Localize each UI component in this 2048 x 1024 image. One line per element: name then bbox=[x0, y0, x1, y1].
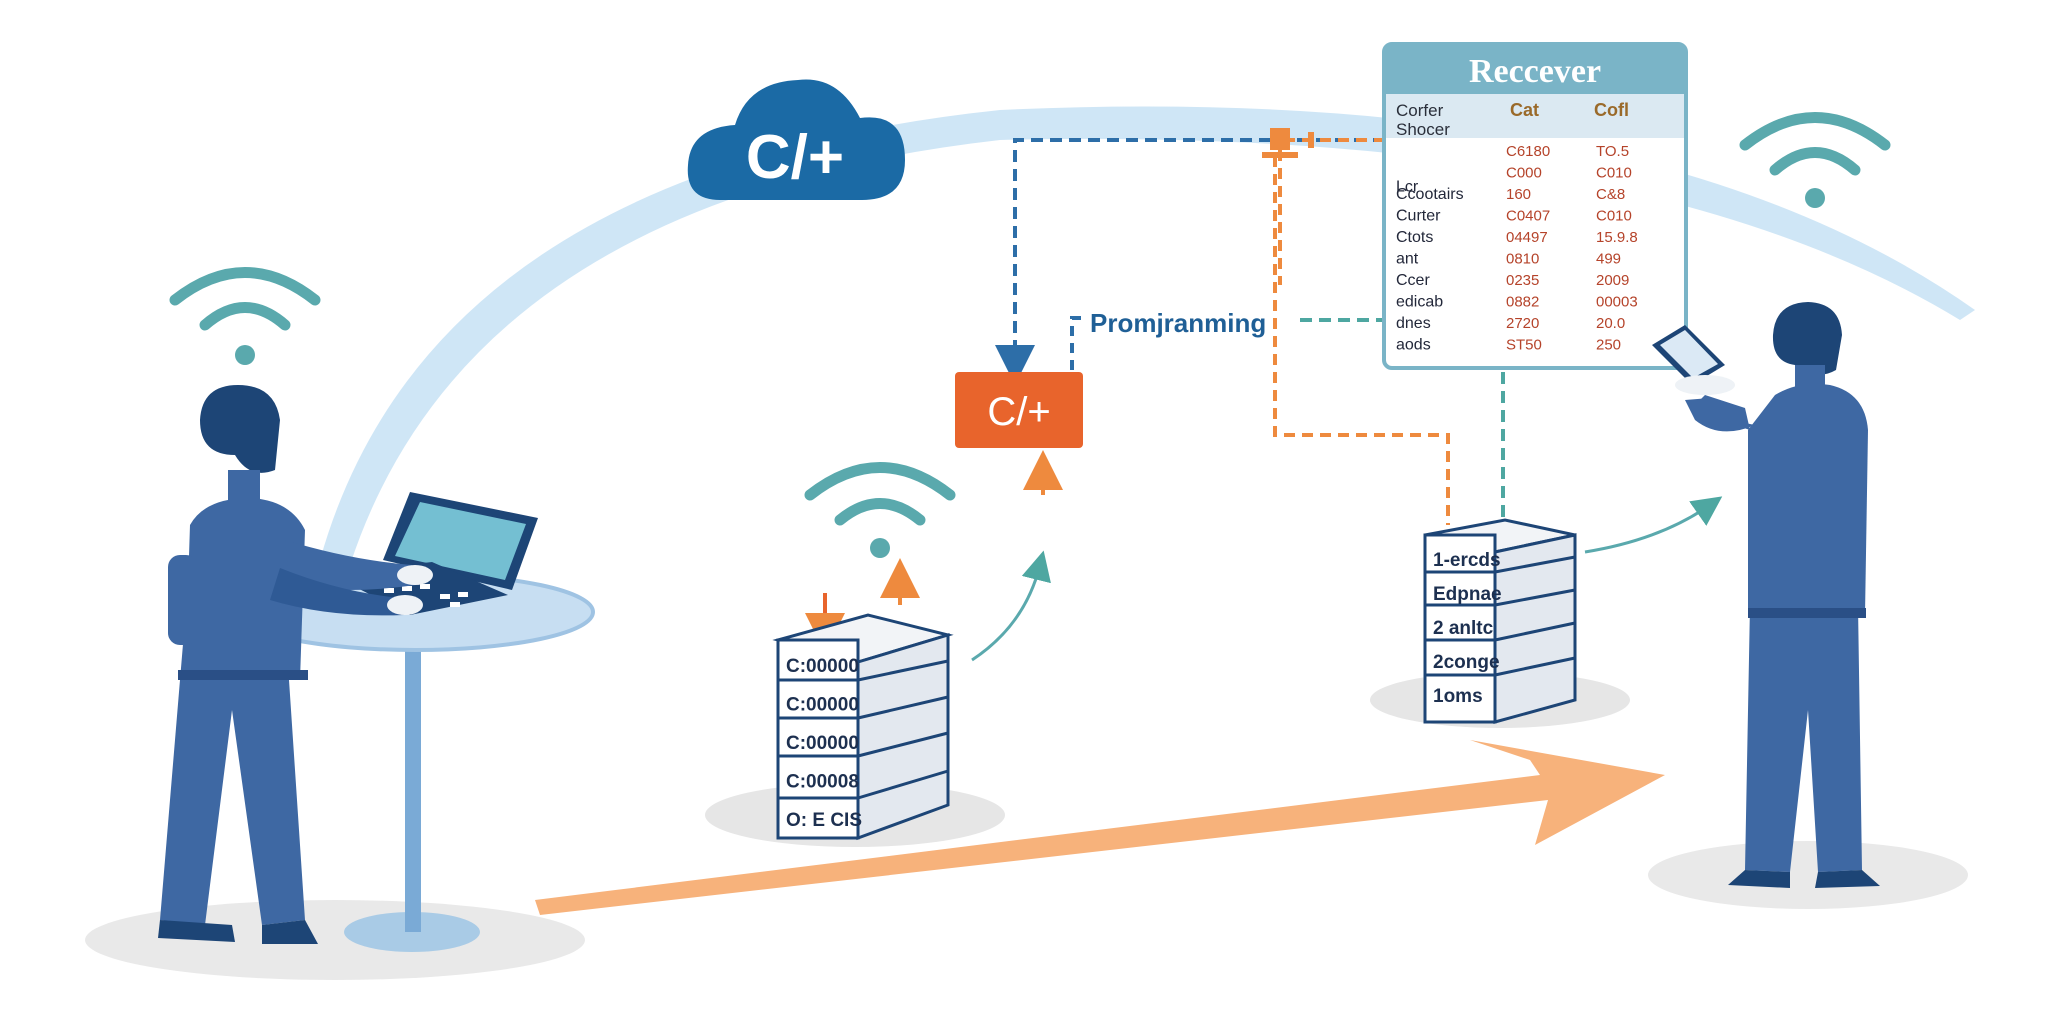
receiver-row-label: ant bbox=[1396, 251, 1419, 268]
receiver-row-value: C0407 bbox=[1506, 208, 1550, 225]
receiver-header-col3: Cofl bbox=[1594, 100, 1629, 120]
server-to-processor-arrow bbox=[971, 550, 1051, 662]
receiver-panel-title: Reccever bbox=[1469, 53, 1601, 90]
left-server-drive-label: O: E CIS bbox=[786, 810, 862, 831]
right-server-stack bbox=[1423, 518, 1577, 724]
cloud-to-processor-line bbox=[995, 138, 1385, 385]
processor-label: C/+ bbox=[987, 390, 1050, 434]
wifi-icon-left bbox=[169, 267, 321, 365]
receiver-header-col1-line1: Corfer bbox=[1396, 101, 1444, 120]
right-server-drive-label: 2conge bbox=[1433, 652, 1500, 673]
receiver-row-value: 2720 bbox=[1506, 315, 1539, 332]
cloud-label: C/+ bbox=[746, 123, 844, 192]
receiver-row-value: C&8 bbox=[1596, 186, 1625, 203]
right-server-drive-label: Edpnae bbox=[1433, 584, 1502, 605]
receiver-row-value: ST50 bbox=[1506, 337, 1542, 354]
left-server-drive-label: C:00000 bbox=[786, 695, 859, 716]
receiver-row-label: Ctots bbox=[1396, 229, 1433, 246]
left-server-drive-label: C:00008 bbox=[786, 772, 859, 793]
right-ground-shadow bbox=[1648, 841, 1968, 909]
receiver-row-label: aods bbox=[1396, 337, 1431, 354]
receiver-row-value: 00003 bbox=[1596, 294, 1638, 311]
right-server-drive-label: 1-ercds bbox=[1433, 550, 1501, 571]
receiver-row-label: Curter bbox=[1396, 208, 1441, 225]
receiver-row-value: TO.5 bbox=[1596, 143, 1629, 160]
receiver-row-label: Lcr bbox=[1396, 179, 1419, 196]
receiver-panel bbox=[1382, 42, 1688, 370]
receiver-row-value: 2009 bbox=[1596, 272, 1629, 289]
tablet-icon bbox=[1652, 325, 1735, 395]
receiver-row-value: C010 bbox=[1596, 165, 1632, 182]
wifi-icon-right bbox=[1739, 112, 1891, 208]
receiver-row-value: 0235 bbox=[1506, 272, 1539, 289]
right-server-drive-label: 1oms bbox=[1433, 686, 1483, 707]
receiver-row-value: 15.9.8 bbox=[1596, 229, 1638, 246]
orange-connector-node bbox=[1262, 128, 1314, 158]
receiver-row-label: Ccer bbox=[1396, 272, 1430, 289]
receiver-row-value: 250 bbox=[1596, 337, 1621, 354]
receiver-row-value: 20.0 bbox=[1596, 315, 1625, 332]
wifi-icon-center bbox=[804, 462, 956, 558]
receiver-row-label: Ccootairs bbox=[1396, 186, 1464, 203]
receiver-row-value: C010 bbox=[1596, 208, 1632, 225]
receiver-row-value: 04497 bbox=[1506, 229, 1548, 246]
receiver-header-col1-line2: Shocer bbox=[1396, 120, 1450, 139]
programming-label: Promjranming bbox=[1090, 308, 1266, 338]
receiver-row-value: 499 bbox=[1596, 251, 1621, 268]
receiver-row-label: edicab bbox=[1396, 294, 1443, 311]
programming-link-line bbox=[1070, 316, 1085, 370]
receiver-row-value: 0882 bbox=[1506, 294, 1539, 311]
right-person bbox=[1652, 302, 1880, 888]
receiver-row-value: 0810 bbox=[1506, 251, 1539, 268]
right-server-drive-label: 2 anltc bbox=[1433, 618, 1494, 639]
data-flow-arrow bbox=[535, 740, 1665, 915]
left-person bbox=[158, 385, 433, 944]
left-server-drive-label: C:00000 bbox=[786, 656, 859, 677]
processor-box bbox=[955, 372, 1083, 448]
receiver-row-label: dnes bbox=[1396, 315, 1431, 332]
right-server-to-person-arrow bbox=[1584, 496, 1723, 554]
receiver-header-col2: Cat bbox=[1510, 100, 1539, 120]
receiver-row-value: 160 bbox=[1506, 186, 1531, 203]
receiver-row-value: C6180 bbox=[1506, 143, 1550, 160]
receiver-row-value: C000 bbox=[1506, 165, 1542, 182]
cloud-icon bbox=[687, 79, 905, 200]
left-server-stack bbox=[772, 613, 954, 841]
left-server-drive-label: C:00000 bbox=[786, 733, 859, 754]
left-ground-shadow bbox=[85, 900, 585, 980]
